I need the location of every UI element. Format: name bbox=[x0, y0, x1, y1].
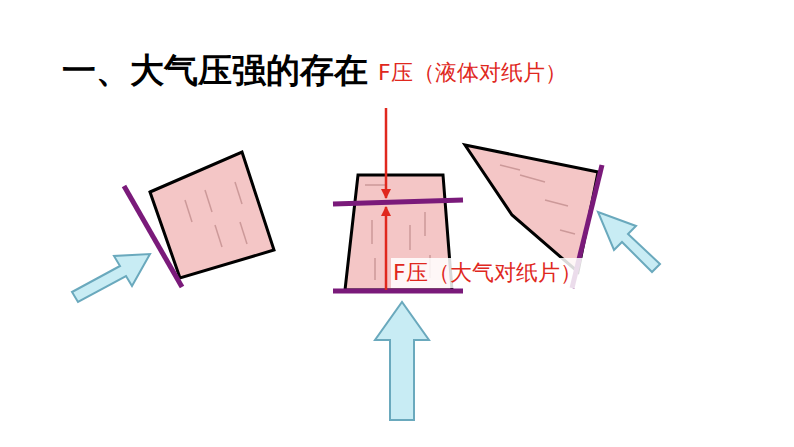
air-pressure-arrow bbox=[598, 212, 660, 272]
paper-card bbox=[333, 289, 463, 294]
force-arrow bbox=[385, 207, 388, 290]
force-label: F压（大气对纸片） bbox=[391, 258, 584, 288]
paper-card bbox=[333, 200, 463, 204]
air-pressure-arrow bbox=[72, 254, 150, 302]
left-cup bbox=[72, 152, 274, 302]
slide-title: 一、大气压强的存在 bbox=[62, 48, 368, 94]
force-label: F压（液体对纸片） bbox=[376, 58, 569, 88]
force-arrow bbox=[385, 108, 388, 198]
air-pressure-arrow bbox=[375, 302, 429, 420]
